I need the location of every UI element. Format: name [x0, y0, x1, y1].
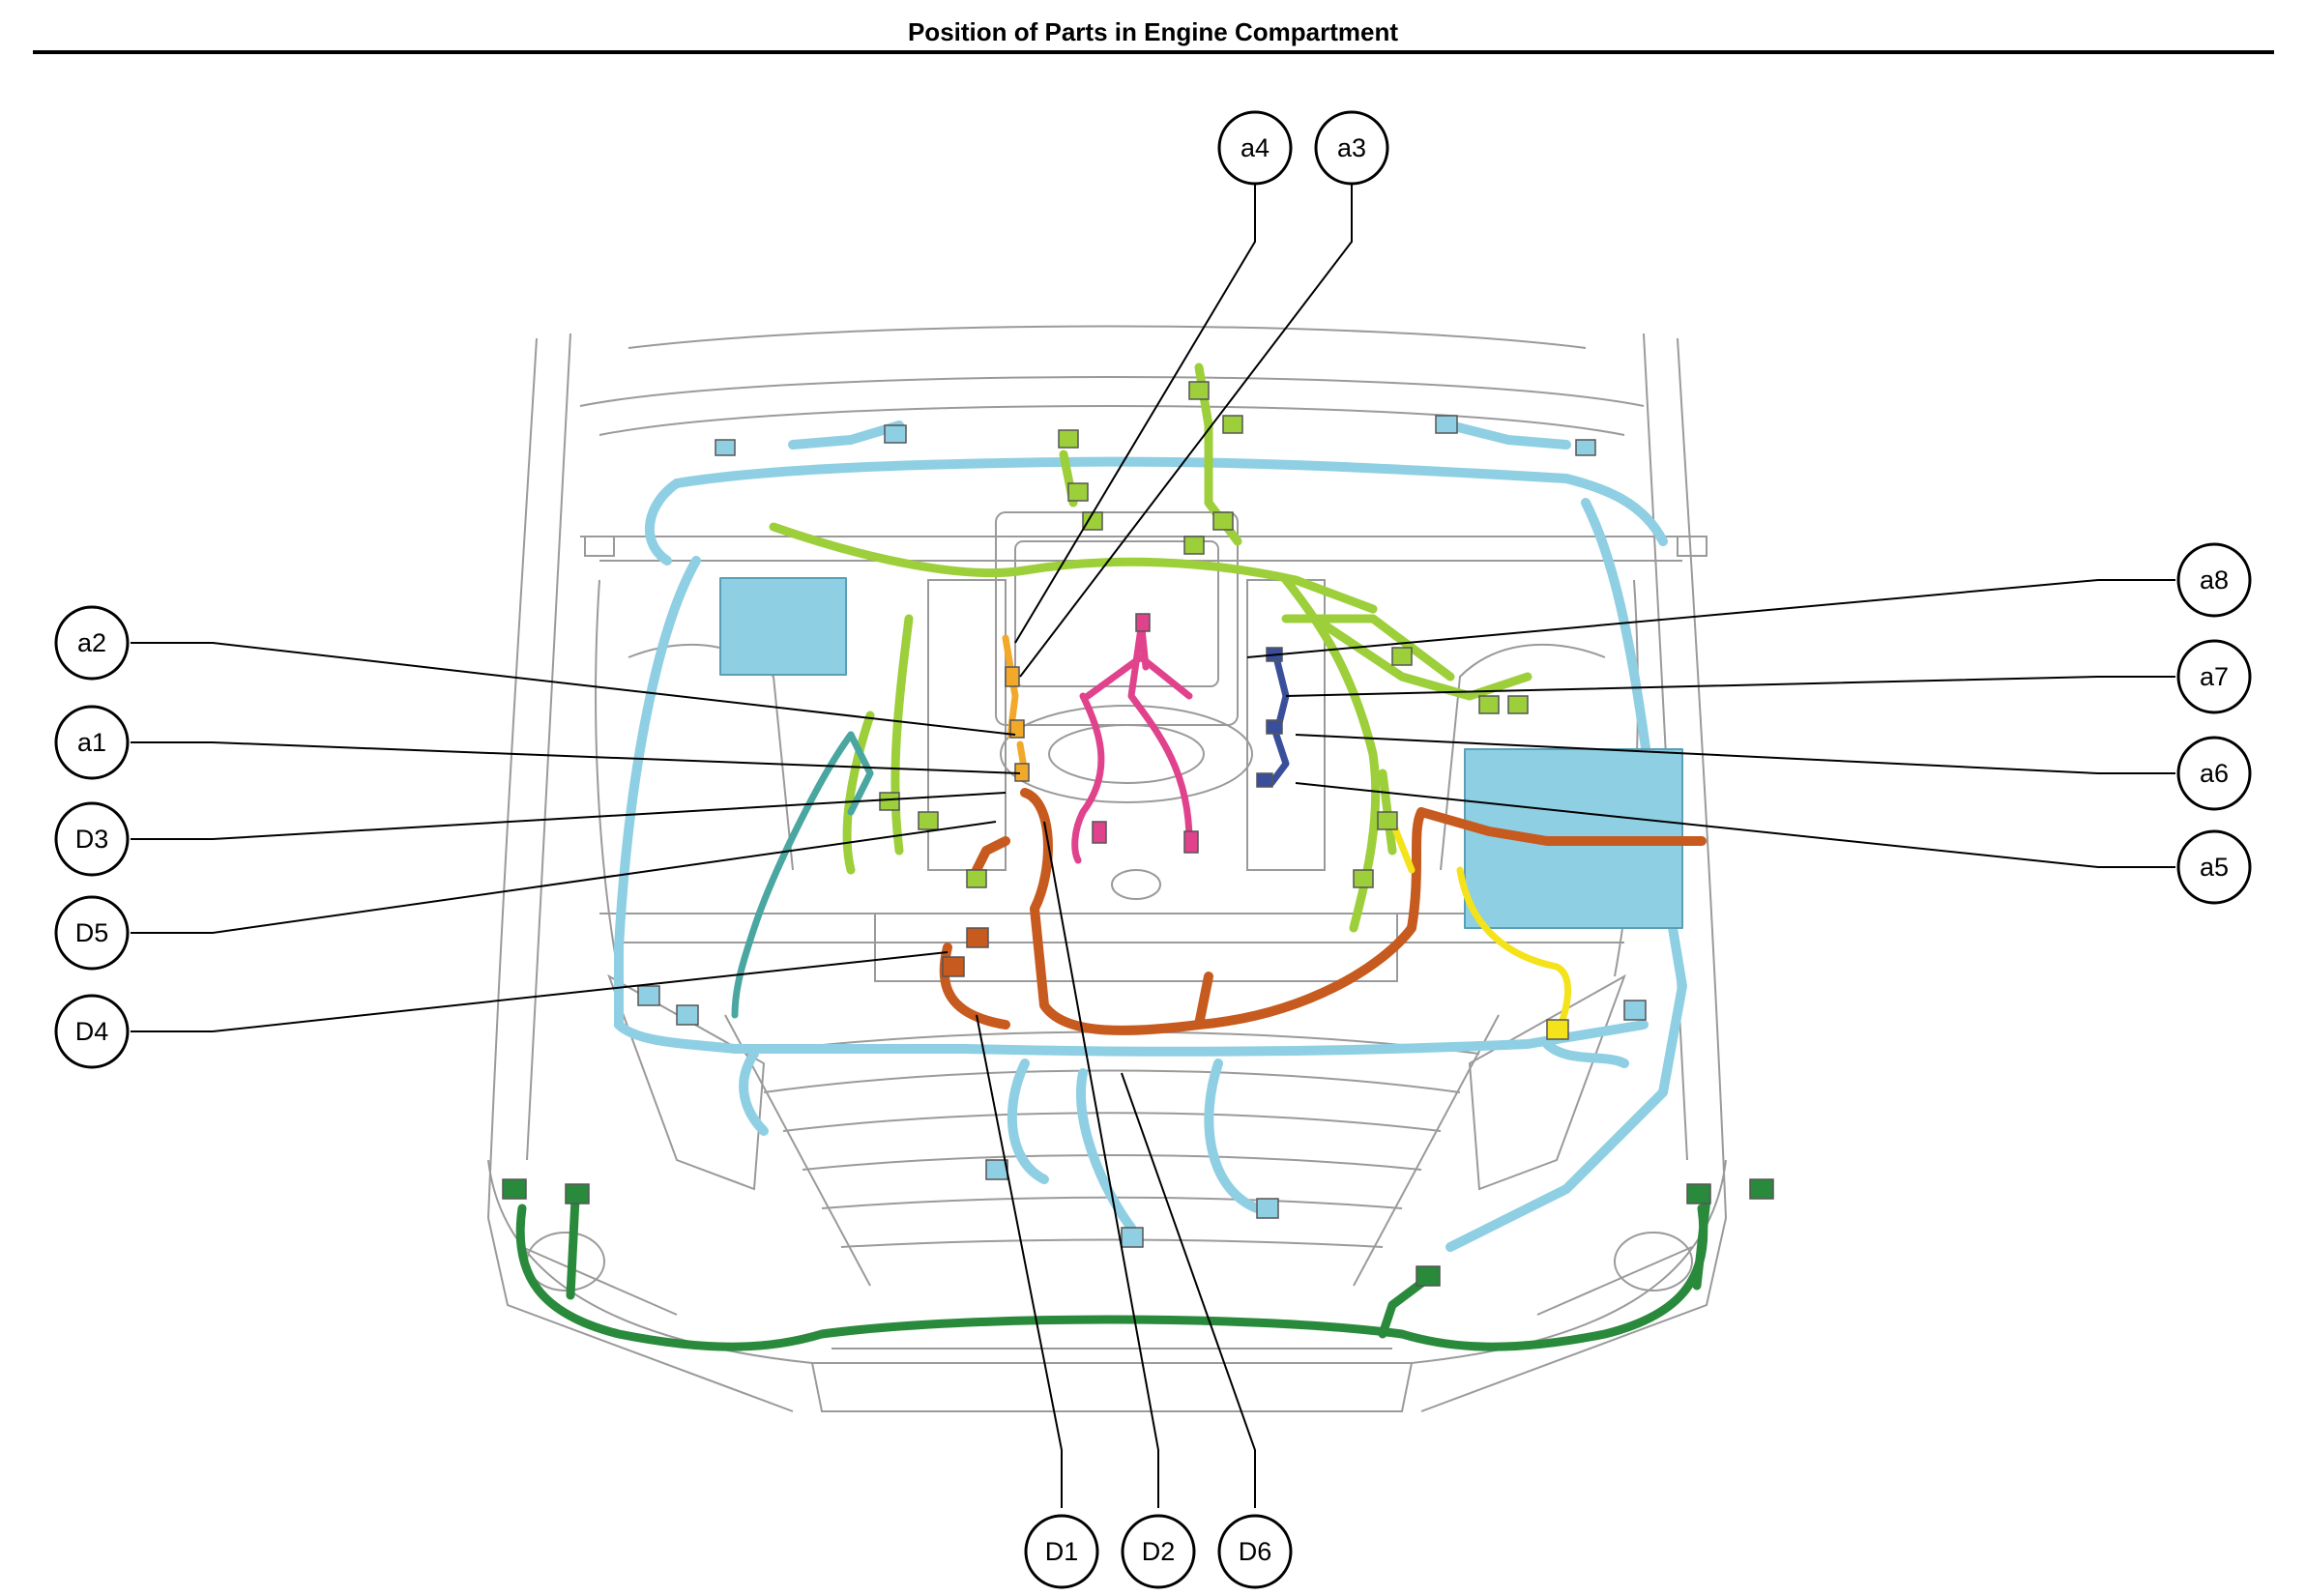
leader-lines — [131, 184, 2175, 1508]
title-rule — [33, 50, 2274, 54]
callout-label-a2: a2 — [77, 628, 106, 657]
callout-D5: D5 — [54, 895, 130, 971]
callout-label-a8: a8 — [2200, 566, 2229, 595]
callout-a1: a1 — [54, 705, 130, 780]
callout-label-a6: a6 — [2200, 759, 2229, 788]
leader-a7 — [1285, 676, 2175, 697]
leader-D2 — [1043, 821, 1159, 1508]
callout-label-a7: a7 — [2200, 662, 2229, 691]
callout-D1: D1 — [1024, 1514, 1099, 1589]
leader-D3 — [131, 792, 1007, 840]
leader-a4 — [1014, 184, 1256, 644]
leader-D4 — [131, 951, 949, 1032]
leader-a8 — [1246, 579, 2175, 658]
relay-block-left — [719, 577, 847, 676]
callout-a6: a6 — [2176, 736, 2252, 811]
callout-a7: a7 — [2176, 639, 2252, 714]
leader-a3 — [1019, 184, 1353, 678]
callout-label-D3: D3 — [75, 825, 109, 854]
leader-D6 — [1121, 1072, 1256, 1508]
callout-label-D4: D4 — [75, 1017, 109, 1046]
page-title: Position of Parts in Engine Compartment — [907, 17, 1399, 46]
callout-label-D1: D1 — [1045, 1537, 1079, 1566]
callout-D3: D3 — [54, 801, 130, 877]
callout-D4: D4 — [54, 994, 130, 1069]
callout-a5: a5 — [2176, 829, 2252, 905]
callout-label-a1: a1 — [77, 728, 106, 757]
leader-a6 — [1295, 734, 2175, 774]
callout-label-a5: a5 — [2200, 853, 2229, 882]
harness-dark-green — [515, 1194, 1711, 1351]
harness-pink — [1071, 615, 1193, 864]
callout-a4: a4 — [1217, 110, 1293, 186]
callout-label-D5: D5 — [75, 918, 109, 947]
callout-label-a3: a3 — [1337, 133, 1366, 162]
harness-teal — [731, 731, 874, 1019]
callout-label-a4: a4 — [1241, 133, 1270, 162]
callouts: a4 a3 a8 a7 a6 a5 a2 a1 — [54, 110, 2252, 1589]
callout-D6: D6 — [1217, 1514, 1293, 1589]
leader-D5 — [131, 821, 997, 934]
callout-label-D6: D6 — [1239, 1537, 1272, 1566]
callout-a2: a2 — [54, 605, 130, 681]
callout-a8: a8 — [2176, 542, 2252, 618]
callout-label-D2: D2 — [1142, 1537, 1176, 1566]
leader-a2 — [131, 642, 1016, 736]
leader-D1 — [976, 1014, 1063, 1508]
callout-a3: a3 — [1314, 110, 1389, 186]
leader-a5 — [1295, 782, 2175, 868]
leader-a1 — [131, 741, 1021, 774]
callout-D2: D2 — [1121, 1514, 1196, 1589]
harness-navy — [1268, 653, 1290, 787]
